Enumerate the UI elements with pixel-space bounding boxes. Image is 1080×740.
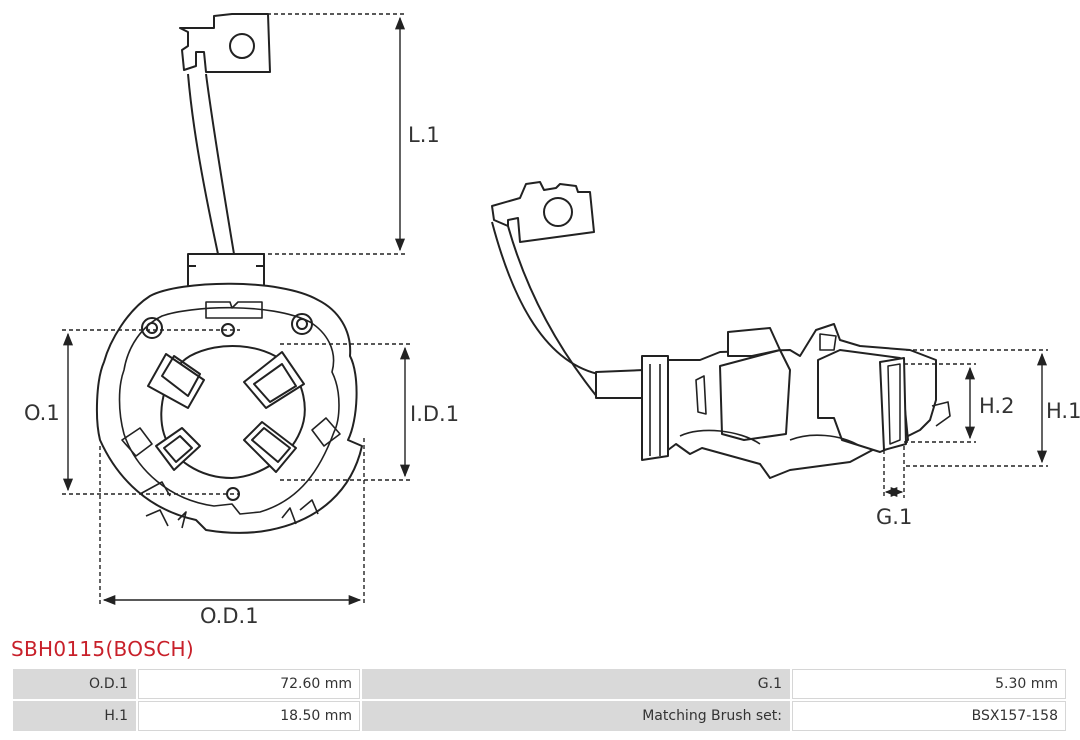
bottom-teeth — [139, 481, 319, 529]
spring-side — [695, 333, 951, 427]
spec-label: O.D.1 — [13, 669, 136, 699]
technical-drawing: L.1 O.1 I.D.1 O.D.1 H.2 H.1 G.1 — [24, 13, 1080, 628]
brush-box-top-left — [147, 353, 205, 409]
side-view — [491, 181, 951, 479]
spring-clip-left — [121, 427, 153, 457]
brush-side-face — [879, 357, 907, 451]
dimension-g1: G.1 — [876, 505, 912, 529]
front-view — [95, 13, 363, 534]
dimension-lines-side — [883, 349, 1048, 498]
spec-value: 72.60 mm — [138, 669, 360, 699]
dimension-l1: L.1 — [408, 123, 440, 147]
lead-wire-front — [187, 73, 235, 255]
dimension-od1: O.D.1 — [200, 604, 259, 628]
table-row: H.1 18.50 mm Matching Brush set: BSX157-… — [13, 701, 1066, 731]
top-notch — [205, 301, 263, 319]
spec-label: H.1 — [13, 701, 136, 731]
dimension-h1: H.1 — [1046, 399, 1080, 423]
terminal-tab-front — [179, 13, 271, 73]
brush-box-bottom-right — [243, 421, 297, 473]
spec-value: 5.30 mm — [792, 669, 1066, 699]
dimension-lines-front — [62, 13, 411, 606]
spec-value: 18.50 mm — [138, 701, 360, 731]
wire-sleeve — [595, 369, 645, 399]
dimension-h2: H.2 — [979, 394, 1014, 418]
brush-box-top-right — [243, 351, 305, 409]
dimension-o1: O.1 — [24, 401, 60, 425]
table-row: O.D.1 72.60 mm G.1 5.30 mm — [13, 669, 1066, 699]
lead-wire-side — [491, 221, 599, 399]
brush-box-side-left — [719, 349, 791, 441]
spec-table: O.D.1 72.60 mm G.1 5.30 mm H.1 18.50 mm … — [11, 667, 1068, 733]
spec-value: BSX157-158 — [792, 701, 1066, 731]
body-bottom-detail — [649, 364, 861, 456]
brush-side-face-inner — [887, 363, 901, 445]
wire-connector — [187, 253, 265, 287]
spec-label: Matching Brush set: — [362, 701, 790, 731]
dimension-id1: I.D.1 — [410, 402, 459, 426]
brush-box-side-left-top — [727, 327, 781, 357]
brush-box-bottom-left — [155, 427, 201, 471]
inner-contour — [118, 306, 340, 515]
spec-label: G.1 — [362, 669, 790, 699]
terminal-tab-side — [491, 181, 595, 243]
spring-clip-right — [311, 417, 341, 447]
product-title: SBH0115(BOSCH) — [11, 637, 194, 661]
